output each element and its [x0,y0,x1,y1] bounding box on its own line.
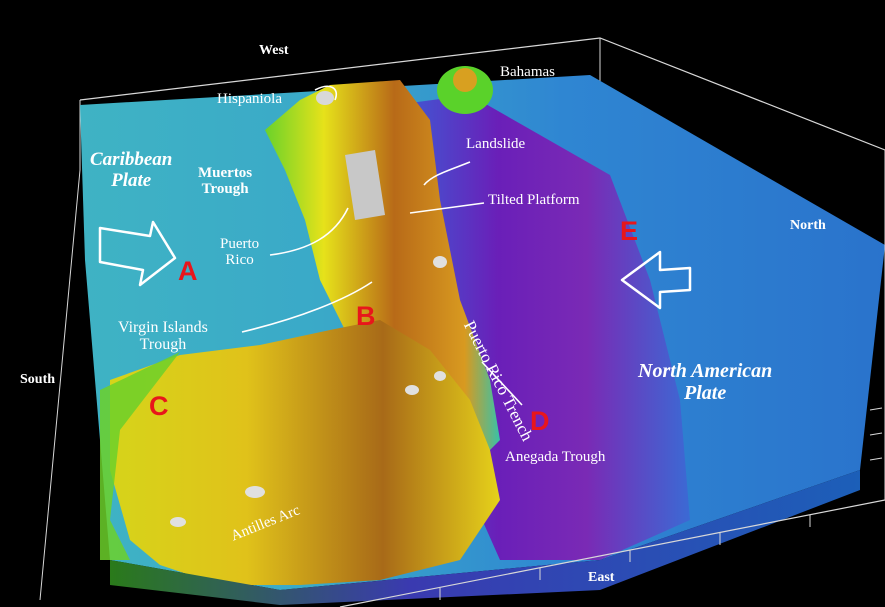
bahamas-label: Bahamas [500,64,555,80]
tilted-platform-label: Tilted Platform [488,192,580,208]
landslide-label: Landslide [466,136,526,152]
bbox-bottom [339,499,885,607]
anegada-trough-label: Anegada Trough [505,449,606,465]
direction-north: North [790,218,826,233]
bbox-front [39,169,81,601]
hispaniola-label: Hispaniola [217,91,282,107]
caribbean-motion-arrow [98,220,177,287]
leader-lines [241,85,523,406]
marker-d: D [530,406,550,436]
green-fringe [100,352,180,560]
puerto-rico-summit [345,150,385,220]
marker-b: B [356,301,376,331]
marker-a: A [178,256,198,286]
north-american-motion-arrow [620,250,692,310]
north-american-plate-label: North American Plate [638,360,773,404]
direction-south: South [20,372,56,387]
direction-east: East [588,570,615,585]
virgin-islands-trough-label: Virgin Islands Trough [118,319,208,353]
caribbean-plate-label: Caribbean Plate [90,149,173,191]
muertos-trough-label: Muertos Trough [198,165,253,197]
axis-ticks [439,407,883,600]
antilles-landmass [110,320,500,585]
puerto-rico-label: Puerto Rico [220,236,260,268]
marker-e: E [620,216,639,246]
direction-west: West [259,43,289,58]
marker-c: C [149,391,169,421]
